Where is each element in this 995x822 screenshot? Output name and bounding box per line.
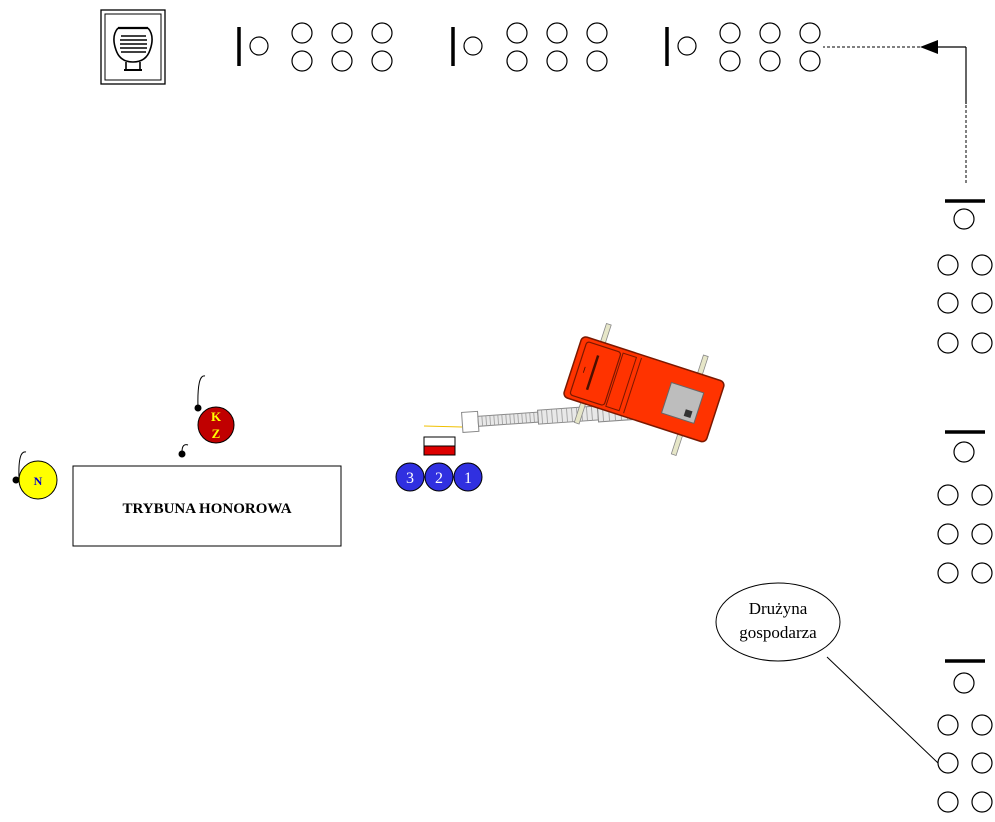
tribune: TRYBUNA HONOROWA xyxy=(72,444,342,547)
marker-kz-line1: K xyxy=(211,409,222,424)
callout-line1: Drużyna xyxy=(749,599,808,618)
callout: Drużyna gospodarza xyxy=(715,582,939,764)
guard-3: 3 xyxy=(406,470,414,487)
fire-truck-icon: I xyxy=(423,322,725,456)
arrow-left-icon xyxy=(920,40,938,54)
orchestra-box xyxy=(100,9,166,85)
callout-line2: gospodarza xyxy=(739,623,817,642)
honor-guard: 3 2 1 xyxy=(395,462,483,492)
guard-2: 2 xyxy=(435,470,443,487)
platoon-top-1 xyxy=(237,22,393,72)
marker-n-label: N xyxy=(34,474,43,488)
marker-n: N xyxy=(12,451,58,500)
lyre-icon xyxy=(113,26,153,71)
svg-text:I: I xyxy=(582,365,587,375)
tribune-label: TRYBUNA HONOROWA xyxy=(122,501,291,517)
platoon-top-3 xyxy=(665,22,821,72)
polish-flag-icon xyxy=(423,436,456,456)
marker-kz-line2: Z xyxy=(212,426,221,441)
platoon-right-3 xyxy=(937,659,993,813)
platoon-right-1 xyxy=(937,199,993,354)
marker-kz: K Z xyxy=(194,375,235,444)
platoon-top-2 xyxy=(451,22,608,72)
platoon-right-2 xyxy=(937,430,993,584)
movement-path xyxy=(823,40,967,183)
tribune-marker xyxy=(178,444,189,458)
guard-1: 1 xyxy=(464,470,472,487)
